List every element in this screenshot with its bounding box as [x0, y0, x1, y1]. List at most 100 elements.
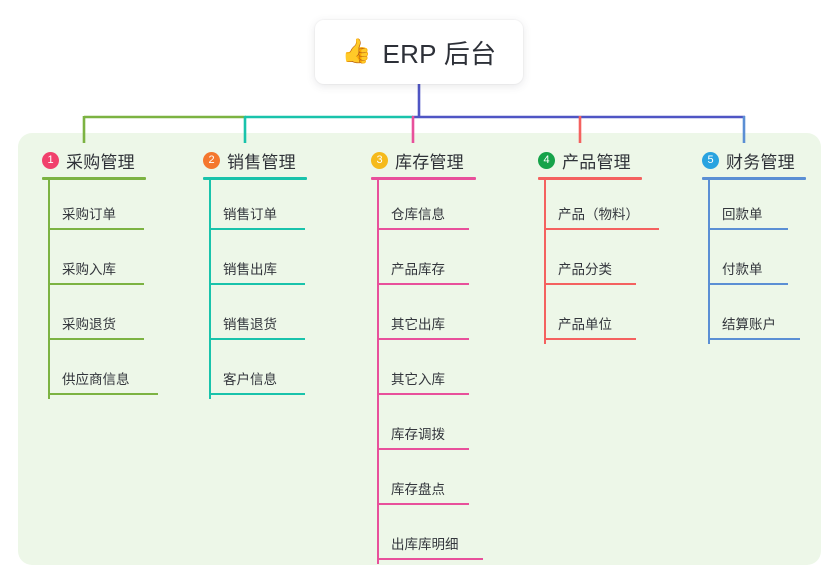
diagram-background-panel — [18, 133, 821, 565]
list-item[interactable]: 出库库明细 — [371, 510, 521, 565]
leaf-label: 采购订单 — [62, 207, 116, 222]
branch-items-1: 采购订单 采购入库 采购退货 供应商信息 — [42, 180, 190, 400]
leaf-rule — [377, 228, 469, 230]
leaf-rule — [377, 503, 469, 505]
list-item[interactable]: 采购订单 — [42, 180, 190, 235]
branch-title-2: 销售管理 — [227, 152, 296, 172]
root-node-label: ERP 后台 — [382, 38, 497, 69]
list-item[interactable]: 结算账户 — [702, 290, 839, 345]
branch-badge-5: 5 — [702, 151, 719, 169]
branch-badge-3: 3 — [371, 151, 388, 169]
branch-items-2: 销售订单 销售出库 销售退货 客户信息 — [203, 180, 351, 400]
leaf-rule — [48, 283, 144, 285]
leaf-rule — [377, 558, 483, 560]
leaf-rule — [377, 448, 469, 450]
leaf-rule — [48, 393, 158, 395]
leaf-label: 库存盘点 — [391, 482, 445, 497]
leaf-label: 采购退货 — [62, 317, 116, 332]
leaf-label: 回款单 — [722, 207, 763, 222]
root-node[interactable]: 👍 ERP 后台 — [315, 20, 523, 84]
branch-header-1[interactable]: 1 采购管理 — [42, 148, 190, 172]
list-item[interactable]: 付款单 — [702, 235, 839, 290]
branch-rule-3 — [371, 177, 476, 180]
leaf-label: 销售订单 — [223, 207, 277, 222]
leaf-rule — [377, 283, 469, 285]
list-item[interactable]: 产品（物料） — [538, 180, 688, 235]
leaf-rule — [209, 283, 305, 285]
leaf-label: 其它入库 — [391, 372, 445, 387]
leaf-label: 销售出库 — [223, 262, 277, 277]
leaf-label: 产品分类 — [558, 262, 612, 277]
branch-rule-4 — [538, 177, 642, 180]
branch-badge-4: 4 — [538, 151, 555, 169]
leaf-label: 产品单位 — [558, 317, 612, 332]
list-item[interactable]: 仓库信息 — [371, 180, 521, 235]
branch-header-4[interactable]: 4 产品管理 — [538, 148, 688, 172]
branch-column-5: 5 财务管理 回款单 付款单 结算账户 — [702, 148, 839, 345]
branch-header-3[interactable]: 3 库存管理 — [371, 148, 521, 172]
leaf-rule — [209, 228, 305, 230]
leaf-rule — [544, 228, 659, 230]
branch-title-3: 库存管理 — [395, 152, 464, 172]
branch-header-5[interactable]: 5 财务管理 — [702, 148, 839, 172]
list-item[interactable]: 产品库存 — [371, 235, 521, 290]
branch-items-3: 仓库信息 产品库存 其它出库 其它入库 库存调拨 库存盘点 — [371, 180, 521, 565]
leaf-label: 出库库明细 — [391, 537, 459, 552]
leaf-label: 供应商信息 — [62, 372, 130, 387]
leaf-rule — [209, 393, 305, 395]
branch-column-1: 1 采购管理 采购订单 采购入库 采购退货 供应商信息 — [42, 148, 190, 400]
leaf-rule — [48, 228, 144, 230]
list-item[interactable]: 库存盘点 — [371, 455, 521, 510]
leaf-label: 客户信息 — [223, 372, 277, 387]
list-item[interactable]: 库存调拨 — [371, 400, 521, 455]
branch-title-4: 产品管理 — [562, 152, 631, 172]
leaf-label: 结算账户 — [722, 317, 776, 332]
leaf-rule — [544, 283, 636, 285]
list-item[interactable]: 销售订单 — [203, 180, 351, 235]
leaf-label: 库存调拨 — [391, 427, 445, 442]
leaf-rule — [708, 228, 788, 230]
list-item[interactable]: 产品分类 — [538, 235, 688, 290]
leaf-rule — [708, 338, 800, 340]
list-item[interactable]: 其它入库 — [371, 345, 521, 400]
list-item[interactable]: 销售出库 — [203, 235, 351, 290]
list-item[interactable]: 客户信息 — [203, 345, 351, 400]
list-item[interactable]: 其它出库 — [371, 290, 521, 345]
branch-rule-5 — [702, 177, 806, 180]
branch-column-3: 3 库存管理 仓库信息 产品库存 其它出库 其它入库 库存调拨 — [371, 148, 521, 565]
leaf-label: 产品（物料） — [558, 207, 639, 222]
leaf-label: 销售退货 — [223, 317, 277, 332]
list-item[interactable]: 销售退货 — [203, 290, 351, 345]
leaf-rule — [377, 338, 469, 340]
list-item[interactable]: 回款单 — [702, 180, 839, 235]
branch-title-5: 财务管理 — [726, 152, 795, 172]
branch-spine-5 — [708, 180, 710, 344]
branch-items-4: 产品（物料） 产品分类 产品单位 — [538, 180, 688, 345]
branch-spine-2 — [209, 180, 211, 399]
branch-rule-2 — [203, 177, 307, 180]
list-item[interactable]: 采购退货 — [42, 290, 190, 345]
leaf-label: 采购入库 — [62, 262, 116, 277]
branch-badge-2: 2 — [203, 151, 220, 169]
branch-items-5: 回款单 付款单 结算账户 — [702, 180, 839, 345]
leaf-label: 其它出库 — [391, 317, 445, 332]
branch-spine-3 — [377, 180, 379, 564]
branch-title-1: 采购管理 — [66, 152, 135, 172]
leaf-rule — [48, 338, 144, 340]
branch-badge-1: 1 — [42, 151, 59, 169]
leaf-rule — [209, 338, 305, 340]
branch-header-2[interactable]: 2 销售管理 — [203, 148, 351, 172]
leaf-label: 产品库存 — [391, 262, 445, 277]
thumbs-up-icon: 👍 — [341, 38, 372, 65]
branch-spine-4 — [544, 180, 546, 344]
root-node-content: 👍 ERP 后台 — [342, 34, 497, 71]
leaf-label: 付款单 — [722, 262, 763, 277]
branch-column-4: 4 产品管理 产品（物料） 产品分类 产品单位 — [538, 148, 688, 345]
leaf-rule — [708, 283, 788, 285]
list-item[interactable]: 供应商信息 — [42, 345, 190, 400]
list-item[interactable]: 采购入库 — [42, 235, 190, 290]
leaf-rule — [377, 393, 469, 395]
list-item[interactable]: 产品单位 — [538, 290, 688, 345]
leaf-rule — [544, 338, 636, 340]
